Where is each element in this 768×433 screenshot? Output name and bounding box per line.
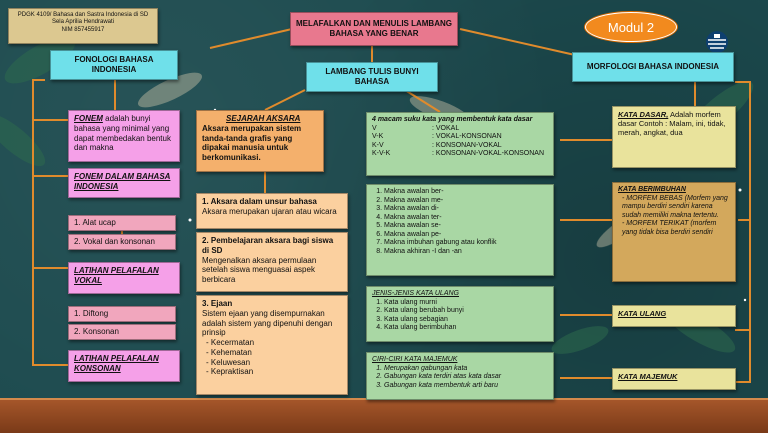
fonem-dalam-box: FONEM DALAM BAHASA INDONESIA [68, 168, 180, 198]
alat-ucap-box: 1. Alat ucap [68, 215, 176, 231]
modul-label: Modul 2 [607, 19, 655, 35]
list-item: Makna awalan ter- [384, 214, 548, 223]
aksara1-title: 1. Aksara dalam unsur bahasa [202, 197, 317, 206]
vokal-konsonan-box: 2. Vokal dan konsonan [68, 234, 176, 250]
sejarah-text: Aksara merupakan sistem tanda-tanda graf… [202, 123, 302, 162]
university-logo-icon [706, 31, 728, 53]
list-item: Kehematan [206, 348, 342, 358]
kata-dasar-text: Adalah morfem dasar Contoh : Malam, ini,… [618, 110, 726, 138]
list-item: Kata ulang berubah bunyi [384, 307, 548, 316]
diftong-label: 1. Diftong [74, 309, 109, 318]
ulang-list: Kata ulang murni Kata ulang berubah buny… [372, 299, 548, 333]
majemuk-ciri-list: Merupakan gabungan kata Gabungan kata te… [372, 365, 548, 391]
aksara2-title: 2. Pembelajaran aksara bagi siswa di SD [202, 236, 334, 255]
suku-kata-code: V [372, 124, 377, 132]
fonem-term: FONEM [74, 114, 103, 123]
fonologi-box: FONOLOGI BAHASA INDONESIA [50, 50, 178, 80]
list-item: Makna awalan se- [384, 222, 548, 231]
list-item: Makna awalan ber- [384, 188, 548, 197]
konsonan-label: 2. Konsonan [74, 327, 119, 336]
kata-dasar-term: KATA DASAR, [618, 110, 669, 119]
suku-kata-desc: : VOKAL [432, 124, 460, 132]
list-item: Gabungan kata membentuk arti baru [384, 382, 548, 391]
latihan-vokal-label: LATIHAN PELAFALAN VOKAL [74, 266, 159, 285]
kata-dasar-box: KATA DASAR, Adalah morfem dasar Contoh :… [612, 106, 736, 168]
list-item: Kata ulang berimbuhan [384, 324, 548, 333]
latihan-vokal-box: LATIHAN PELAFALAN VOKAL [68, 262, 180, 294]
fonem-definition-text: adalah bunyi bahasa yang minimal yang da… [74, 114, 171, 153]
konsonan-box: 2. Konsonan [68, 324, 176, 340]
suku-kata-box: 4 macam suku kata yang membentuk kata da… [366, 112, 554, 176]
list-item: Kata ulang sebagian [384, 316, 548, 325]
alat-ucap-label: 1. Alat ucap [74, 218, 116, 227]
kata-majemuk-box: KATA MAJEMUK [612, 368, 736, 390]
suku-kata-row: V-K : VOKAL-KONSONAN [372, 133, 548, 142]
latihan-konsonan-box: LATIHAN PELAFALAN KONSONAN [68, 350, 180, 382]
latihan-konsonan-label: LATIHAN PELAFALAN KONSONAN [74, 354, 159, 373]
ciri-kata-majemuk-box: CIRI-CIRI KATA MAJEMUK Merupakan gabunga… [366, 352, 554, 400]
list-item: Makna awalan di- [384, 205, 548, 214]
suku-kata-row: K-V : KONSONAN-VOKAL [372, 142, 548, 151]
lambang-label: LAMBANG TULIS BUNYI BAHASA [325, 67, 419, 86]
suku-kata-title: 4 macam suku kata yang membentuk kata da… [372, 116, 533, 123]
list-item: MORFEM TERIKAT (morfem yang tidak bisa b… [622, 220, 730, 237]
fonem-definition-box: FONEM adalah bunyi bahasa yang minimal y… [68, 110, 180, 162]
list-item: Merupakan gabungan kata [384, 365, 548, 374]
header-line-course: PDGK 4109/ Bahasa dan Sastra Indonesia d… [17, 12, 149, 18]
suku-kata-code: K-V-K [372, 150, 391, 158]
aksara-pembelajaran-box: 2. Pembelajaran aksara bagi siswa di SD … [196, 232, 348, 292]
list-item: Makna awalan me- [384, 197, 548, 206]
list-item: Keluwesan [206, 358, 342, 368]
list-item: Makna akhiran -I dan -an [384, 248, 548, 257]
makna-imbuhan-box: Makna awalan ber- Makna awalan me- Makna… [366, 184, 554, 276]
suku-kata-row: K-V-K : KONSONAN-VOKAL-KONSONAN [372, 150, 548, 159]
vokal-konsonan-label: 2. Vokal dan konsonan [74, 237, 155, 246]
suku-kata-desc: : KONSONAN-VOKAL-KONSONAN [432, 150, 545, 158]
list-item: Kata ulang murni [384, 299, 548, 308]
aksara3-text: Sistem ejaan yang disempurnakan adalah s… [202, 308, 333, 338]
aksara2-text: Mengenalkan aksara permulaan setelah sis… [202, 255, 317, 285]
list-item: MORFEM BEBAS (Morfem yang mampu berdiri … [622, 195, 730, 221]
main-title-box: MELAFALKAN DAN MENULIS LAMBANG BAHASA YA… [290, 12, 458, 46]
majemuk-ciri-title: CIRI-CIRI KATA MAJEMUK [372, 356, 458, 363]
suku-kata-row: V : VOKAL [372, 125, 548, 134]
morfologi-label: MORFOLOGI BAHASA INDONESIA [586, 62, 720, 72]
list-item: Kepraktisan [206, 367, 342, 377]
diftong-box: 1. Diftong [68, 306, 176, 322]
lambang-box: LAMBANG TULIS BUNYI BAHASA [306, 62, 438, 92]
morfologi-box: MORFOLOGI BAHASA INDONESIA [572, 52, 734, 82]
aksara-unsur-box: 1. Aksara dalam unsur bahasa Aksara meru… [196, 193, 348, 229]
fonem-dalam-label: FONEM DALAM BAHASA INDONESIA [74, 172, 171, 191]
suku-kata-desc: : VOKAL-KONSONAN [432, 133, 502, 141]
sejarah-aksara-box: SEJARAH AKSARA Aksara merupakan sistem t… [196, 110, 324, 172]
list-item: Kecermatan [206, 338, 342, 348]
kata-berimbuhan-title: KATA BERIMBUHAN [618, 186, 686, 193]
main-title: MELAFALKAN DAN MENULIS LAMBANG BAHASA YA… [296, 19, 452, 38]
jenis-kata-ulang-box: JENIS-JENIS KATA ULANG Kata ulang murni … [366, 286, 554, 342]
header-info-box: PDGK 4109/ Bahasa dan Sastra Indonesia d… [8, 8, 158, 44]
sejarah-title: SEJARAH AKSARA [226, 114, 301, 123]
list-item: Makna imbuhan gabung atau konflik [384, 239, 548, 248]
modul-badge: Modul 2 [585, 12, 677, 42]
ejaan-box: 3. Ejaan Sistem ejaan yang disempurnakan… [196, 295, 348, 395]
fonologi-label: FONOLOGI BAHASA INDONESIA [74, 55, 154, 74]
header-line-nim: NIM 857455917 [61, 26, 105, 33]
makna-list: Makna awalan ber- Makna awalan me- Makna… [372, 188, 548, 256]
suku-kata-desc: : KONSONAN-VOKAL [432, 141, 502, 149]
list-item: Makna awalan pe- [384, 231, 548, 240]
suku-kata-code: V-K [372, 133, 384, 141]
ulang-title: JENIS-JENIS KATA ULANG [372, 290, 459, 297]
floor-decoration [0, 400, 768, 433]
list-item: Gabungan kata terdiri atas kata dasar [384, 373, 548, 382]
kata-ulang-box: KATA ULANG [612, 305, 736, 327]
header-line-name: Sela Aprilia Hendrawati [51, 19, 115, 26]
kata-berimbuhan-list: MORFEM BEBAS (Morfem yang mampu berdiri … [618, 195, 730, 238]
ejaan-principles-list: Kecermatan Kehematan Keluwesan Kepraktis… [202, 338, 342, 377]
kata-ulang-label: KATA ULANG [618, 309, 667, 318]
suku-kata-code: K-V [372, 141, 384, 149]
kata-majemuk-label: KATA MAJEMUK [618, 372, 678, 381]
aksara3-title: 3. Ejaan [202, 299, 233, 308]
kata-berimbuhan-box: KATA BERIMBUHAN MORFEM BEBAS (Morfem yan… [612, 182, 736, 282]
aksara1-text: Aksara merupakan ujaran atau wicara [202, 206, 337, 216]
